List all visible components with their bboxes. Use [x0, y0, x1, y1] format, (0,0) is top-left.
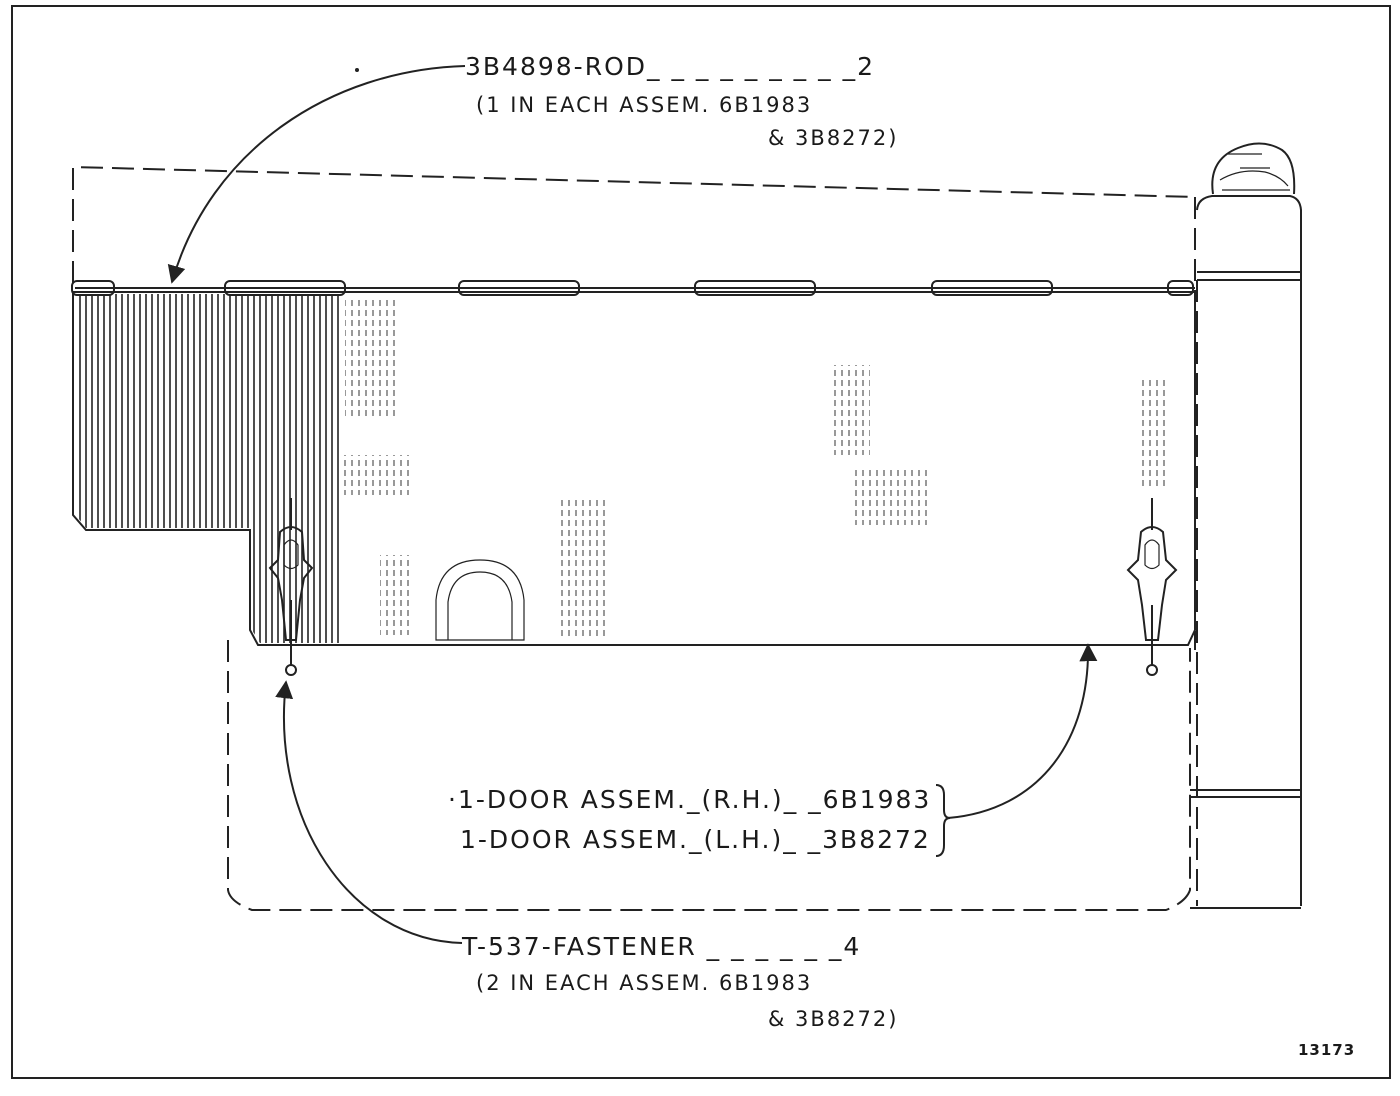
fastener-leader [275, 680, 463, 944]
top-right-cap [1211, 142, 1296, 195]
door-panel [72, 291, 1196, 646]
lower-frame-outline [227, 640, 1191, 911]
door-callout-brace [935, 784, 951, 857]
rod-callout-line3: & 3B8272) [768, 126, 898, 150]
hinge-rod [71, 280, 1195, 296]
fastener-callout-line1: T-537-FASTENER _ _ _ _ _ _4 [461, 932, 861, 961]
fastener-callout-line2: (2 IN EACH ASSEM. 6B1983 [476, 971, 812, 995]
door-callout: ·1-DOOR ASSEM._(R.H.)_ _6B1983 1-DOOR AS… [448, 784, 951, 857]
left-fastener [268, 498, 314, 676]
rod-callout-line1: 3B4898-ROD_ _ _ _ _ _ _ _ _2 [465, 52, 875, 81]
fastener-callout-line3: & 3B8272) [768, 1007, 898, 1031]
drawing-frame [11, 5, 1391, 1079]
right-side-column [1190, 195, 1302, 909]
door-leader [947, 643, 1098, 819]
tick-mark [355, 68, 359, 72]
rod-leader [167, 65, 466, 284]
rod-callout-line2: (1 IN EACH ASSEM. 6B1983 [476, 93, 812, 117]
door-callout-line1: ·1-DOOR ASSEM._(R.H.)_ _6B1983 [448, 785, 931, 814]
fastener-callout: T-537-FASTENER _ _ _ _ _ _4 (2 IN EACH A… [461, 932, 898, 1031]
rod-callout: 3B4898-ROD_ _ _ _ _ _ _ _ _2 (1 IN EACH … [465, 52, 898, 150]
door-callout-line2: 1-DOOR ASSEM._(L.H.)_ _3B8272 [460, 825, 931, 854]
right-fastener [1126, 498, 1178, 676]
figure-number: 13173 [1298, 1041, 1355, 1059]
